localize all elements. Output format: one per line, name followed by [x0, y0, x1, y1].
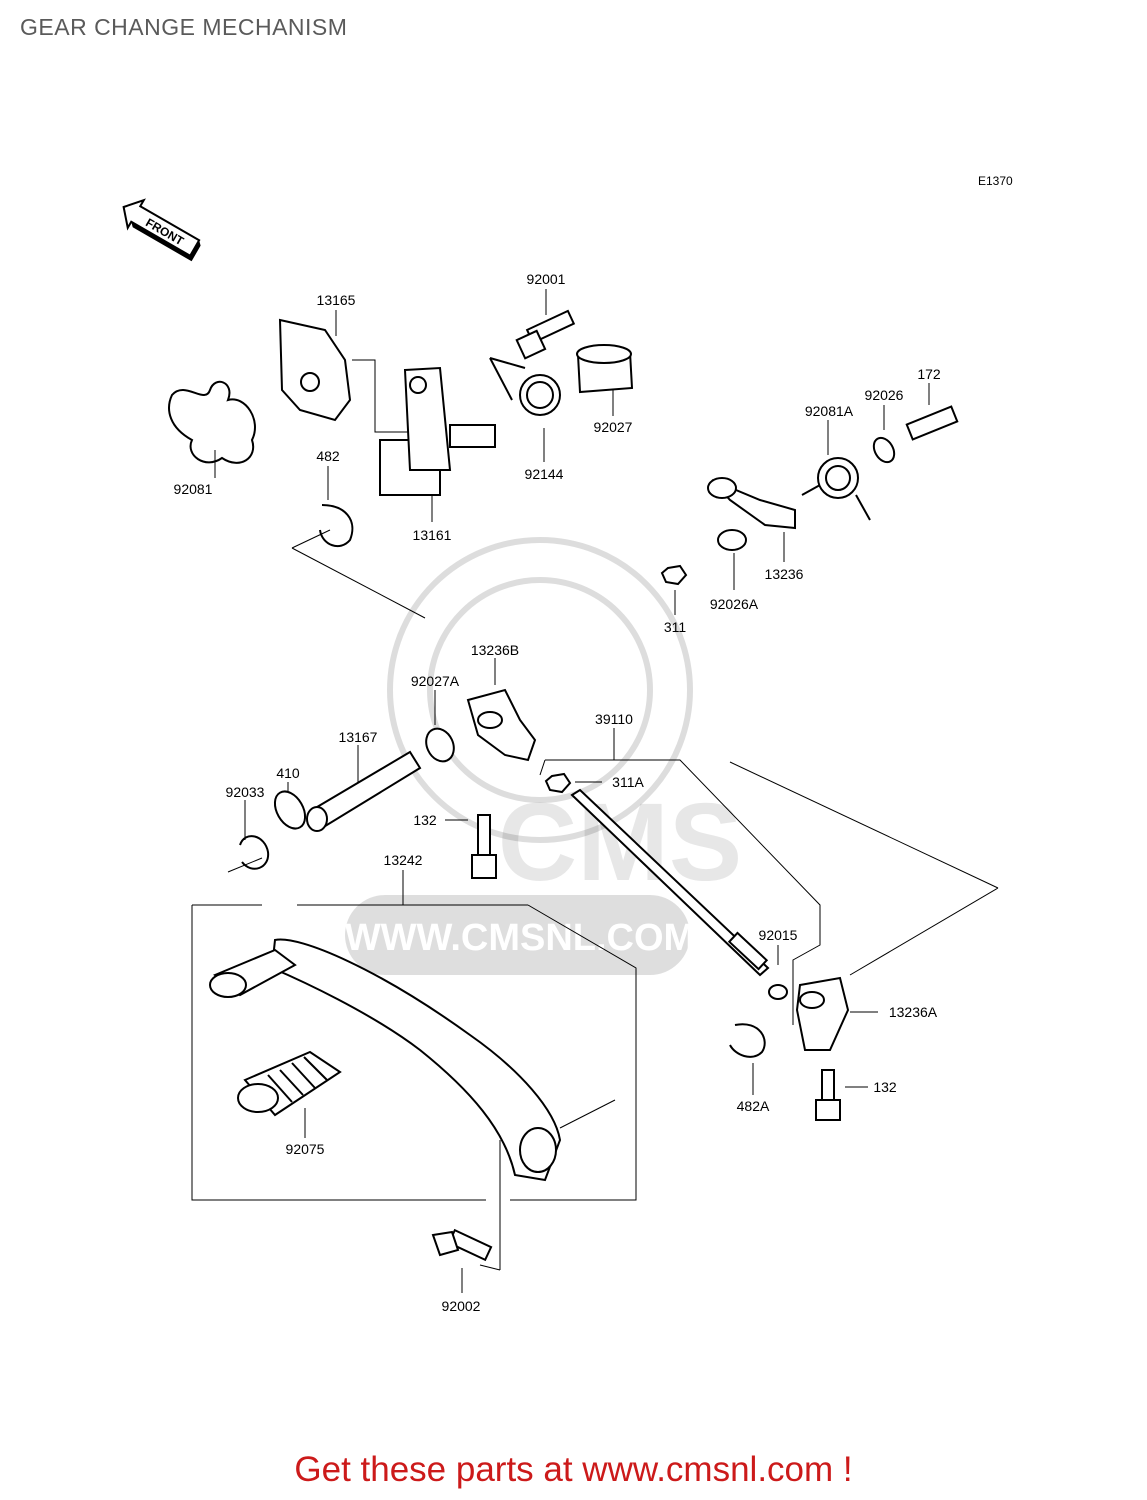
washer-92026 — [872, 436, 896, 464]
rubber-92075 — [237, 1050, 342, 1117]
part-label: 39110 — [595, 711, 633, 727]
part-label: 132 — [873, 1079, 897, 1095]
part-label: 410 — [276, 765, 300, 781]
part-label: 172 — [917, 366, 941, 382]
stud-172 — [905, 405, 959, 441]
clip-482A — [729, 1023, 766, 1058]
nut-92015 — [768, 984, 788, 1000]
part-label: 13165 — [317, 292, 356, 308]
bolt-132-b — [815, 1069, 841, 1121]
part-label: 13236A — [889, 1004, 938, 1020]
spring-92144 — [489, 357, 561, 416]
part-label: 13236 — [765, 566, 804, 582]
washer-92027A — [425, 727, 455, 763]
washer-410 — [273, 790, 307, 830]
footer-parts-link[interactable]: Get these parts at www.cmsnl.com ! — [294, 1450, 853, 1489]
part-label: 92026 — [865, 387, 904, 403]
part-label: 92026A — [710, 596, 759, 612]
part-label: 132 — [413, 812, 437, 828]
bolt-92002 — [431, 1228, 493, 1262]
part-label: 13242 — [384, 852, 423, 868]
lever-13236A — [795, 976, 850, 1051]
part-label: 92081 — [174, 481, 213, 497]
bolt-132-a — [471, 814, 497, 879]
part-label: 92033 — [226, 784, 265, 800]
part-label: 92015 — [759, 927, 798, 943]
part-labels: 13165 92001 92081 482 13161 92144 92027 … — [174, 271, 941, 1314]
gasket-92081 — [168, 380, 256, 464]
part-label: 13167 — [339, 729, 378, 745]
spring-92081A — [801, 457, 871, 521]
lever-13236B — [466, 688, 537, 762]
part-label: 92027 — [594, 419, 633, 435]
nut-311 — [660, 564, 688, 586]
part-label: 92002 — [442, 1298, 481, 1314]
circlip-92033 — [239, 835, 270, 870]
watermark — [345, 537, 693, 975]
clip-482 — [319, 504, 354, 548]
watermark-cms: CMS — [498, 781, 742, 904]
parts-drawings — [168, 309, 959, 1262]
shaft-13167 — [306, 750, 422, 832]
part-label: 311 — [664, 619, 687, 635]
pedal-13242 — [209, 938, 562, 1182]
reference-lines — [191, 289, 999, 1293]
nut-311A — [544, 772, 572, 794]
part-label: 92001 — [527, 271, 566, 287]
part-label: 311A — [612, 774, 644, 790]
page-title: GEAR CHANGE MECHANISM — [20, 14, 348, 40]
part-label: 13161 — [413, 527, 452, 543]
collar-92027 — [576, 344, 634, 394]
part-label: 92081A — [805, 403, 854, 419]
part-label: 482A — [737, 1098, 770, 1114]
plate-13165 — [278, 318, 352, 422]
part-label: 92027A — [411, 673, 460, 689]
part-label: 482 — [316, 448, 340, 464]
washer-92026A — [717, 529, 747, 551]
arm-13236 — [707, 477, 796, 530]
bolt-92001 — [515, 309, 576, 360]
front-arrow-icon: FRONT — [122, 198, 201, 262]
diagram-code: E1370 — [978, 174, 1013, 188]
part-label: 92144 — [525, 466, 564, 482]
rod-39110 — [570, 788, 770, 977]
part-label: 92075 — [286, 1141, 325, 1157]
part-label: 13236B — [471, 642, 519, 658]
watermark-text: WWW.CMSNL.COM — [345, 917, 695, 959]
